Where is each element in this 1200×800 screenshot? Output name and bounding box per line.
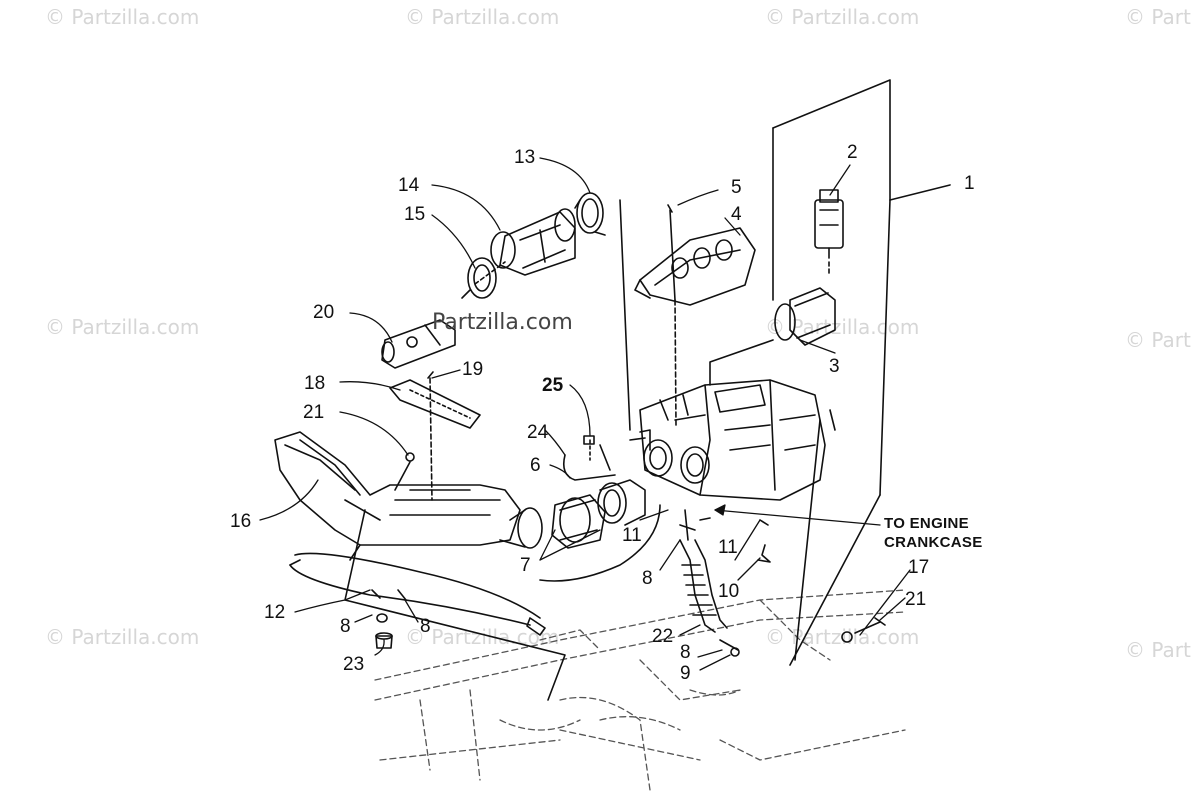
part-5-screw bbox=[667, 204, 677, 426]
callout-3: 3 bbox=[829, 356, 840, 377]
watermark: © Part bbox=[1125, 328, 1191, 352]
callout-11-right: 11 bbox=[718, 537, 738, 558]
note-line-1: TO ENGINE bbox=[884, 515, 969, 532]
watermark: © Partzilla.com bbox=[405, 5, 560, 29]
callout-11-left: 11 bbox=[622, 525, 642, 546]
watermark: © Partzilla.com bbox=[45, 625, 200, 649]
watermark-center: Partzilla.com bbox=[432, 310, 573, 335]
watermark: © Partzilla.com bbox=[405, 625, 560, 649]
air-box bbox=[629, 379, 826, 501]
callout-18: 18 bbox=[304, 373, 326, 394]
callout-2: 2 bbox=[847, 142, 858, 163]
callout-8-hose: 8 bbox=[642, 568, 653, 589]
part-4-cover bbox=[634, 227, 756, 306]
callout-leaders bbox=[259, 157, 911, 671]
part-22-drain bbox=[679, 509, 740, 657]
callout-14: 14 bbox=[398, 175, 420, 196]
part-20-tube bbox=[381, 319, 456, 369]
part-3-filter bbox=[774, 287, 836, 346]
callout-24: 24 bbox=[527, 422, 549, 443]
callout-6: 6 bbox=[530, 455, 541, 476]
watermark: © Part bbox=[1125, 638, 1191, 662]
part-6-7-boots bbox=[499, 479, 646, 549]
callout-15: 15 bbox=[404, 204, 426, 225]
watermark: © Partzilla.com bbox=[765, 5, 920, 29]
callout-19: 19 bbox=[462, 359, 484, 380]
callout-21-right: 21 bbox=[905, 589, 927, 610]
callout-22: 22 bbox=[652, 626, 674, 647]
part-18-strap bbox=[389, 379, 481, 429]
part-2-sensor bbox=[814, 189, 844, 276]
part-12-hose bbox=[289, 552, 546, 636]
part-24-hose bbox=[539, 435, 661, 582]
part-16-silencer bbox=[274, 371, 521, 561]
part-15-clamp bbox=[461, 257, 506, 299]
callout-12: 12 bbox=[264, 602, 286, 623]
part-8-23-fittings bbox=[371, 589, 407, 649]
note-line-2: CRANKCASE bbox=[884, 534, 983, 551]
callout-8-left: 8 bbox=[340, 616, 351, 637]
watermark: © Part bbox=[1125, 5, 1191, 29]
watermark: © Partzilla.com bbox=[45, 315, 200, 339]
callout-5: 5 bbox=[731, 177, 742, 198]
chassis-frame bbox=[374, 589, 906, 791]
callout-8-right: 8 bbox=[420, 616, 431, 637]
callout-7: 7 bbox=[520, 555, 531, 576]
callout-8-drain: 8 bbox=[680, 642, 691, 663]
callout-13: 13 bbox=[514, 147, 536, 168]
callout-10: 10 bbox=[718, 581, 740, 602]
part-17-21-bolt bbox=[841, 617, 886, 643]
callout-9: 9 bbox=[680, 663, 691, 684]
part-21-bolt bbox=[344, 452, 566, 701]
callout-20: 20 bbox=[313, 302, 335, 323]
callout-16: 16 bbox=[230, 511, 252, 532]
part-13-clamp bbox=[574, 192, 631, 431]
callout-4: 4 bbox=[731, 204, 742, 225]
callout-25: 25 bbox=[542, 375, 564, 396]
engine-crankcase-note: TO ENGINE CRANKCASE bbox=[884, 514, 983, 552]
part-10-11-clips bbox=[679, 517, 771, 563]
callout-17: 17 bbox=[908, 557, 930, 578]
part-14-boot bbox=[490, 208, 576, 276]
callout-1: 1 bbox=[964, 173, 975, 194]
callout-21-left: 21 bbox=[303, 402, 325, 423]
callout-23: 23 bbox=[343, 654, 365, 675]
watermark: © Partzilla.com bbox=[45, 5, 200, 29]
